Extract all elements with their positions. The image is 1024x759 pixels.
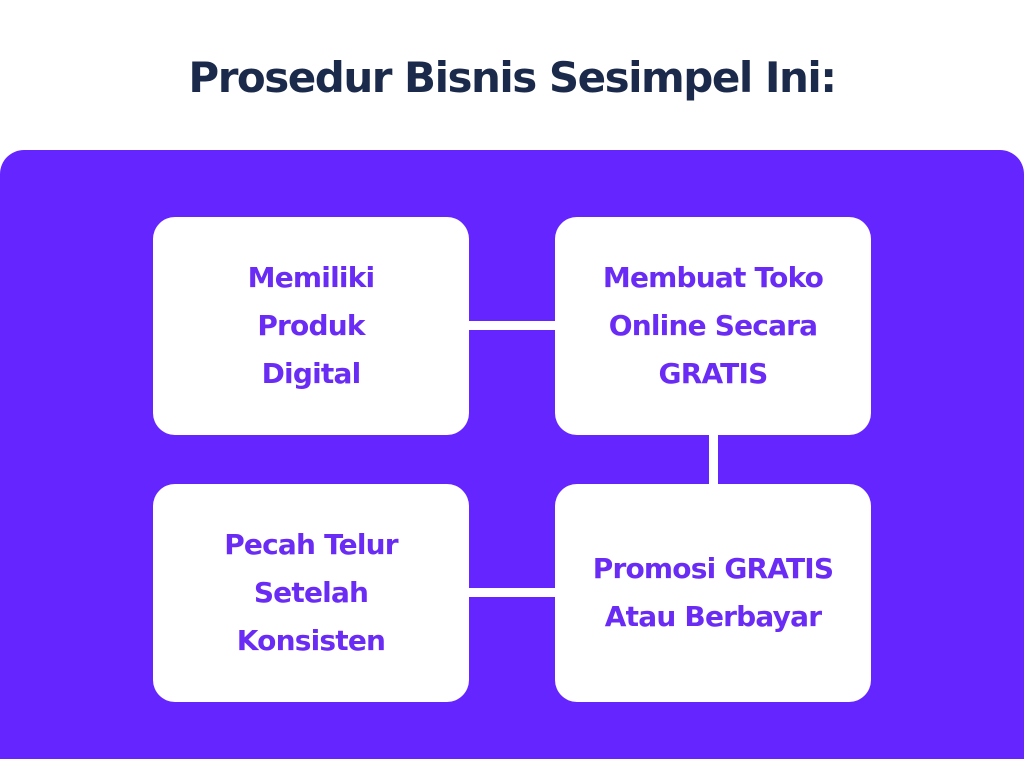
step-label: Pecah Telur Setelah Konsisten <box>224 528 398 657</box>
step-card-produk-digital: Memiliki Produk Digital <box>153 217 469 435</box>
step-label: Promosi GRATIS Atau Berbayar <box>592 552 834 633</box>
step-label: Memiliki Produk Digital <box>247 261 375 390</box>
connector-step3-step4 <box>468 588 556 597</box>
step-card-pecah-telur: Pecah Telur Setelah Konsisten <box>153 484 469 702</box>
connector-step1-step2 <box>468 321 556 330</box>
step-card-promosi: Promosi GRATIS Atau Berbayar <box>555 484 871 702</box>
connector-step2-step4 <box>709 434 718 484</box>
diagram-title: Prosedur Bisnis Sesimpel Ini: <box>188 53 837 102</box>
step-label: Membuat Toko Online Secara GRATIS <box>602 261 824 390</box>
step-card-toko-online: Membuat Toko Online Secara GRATIS <box>555 217 871 435</box>
